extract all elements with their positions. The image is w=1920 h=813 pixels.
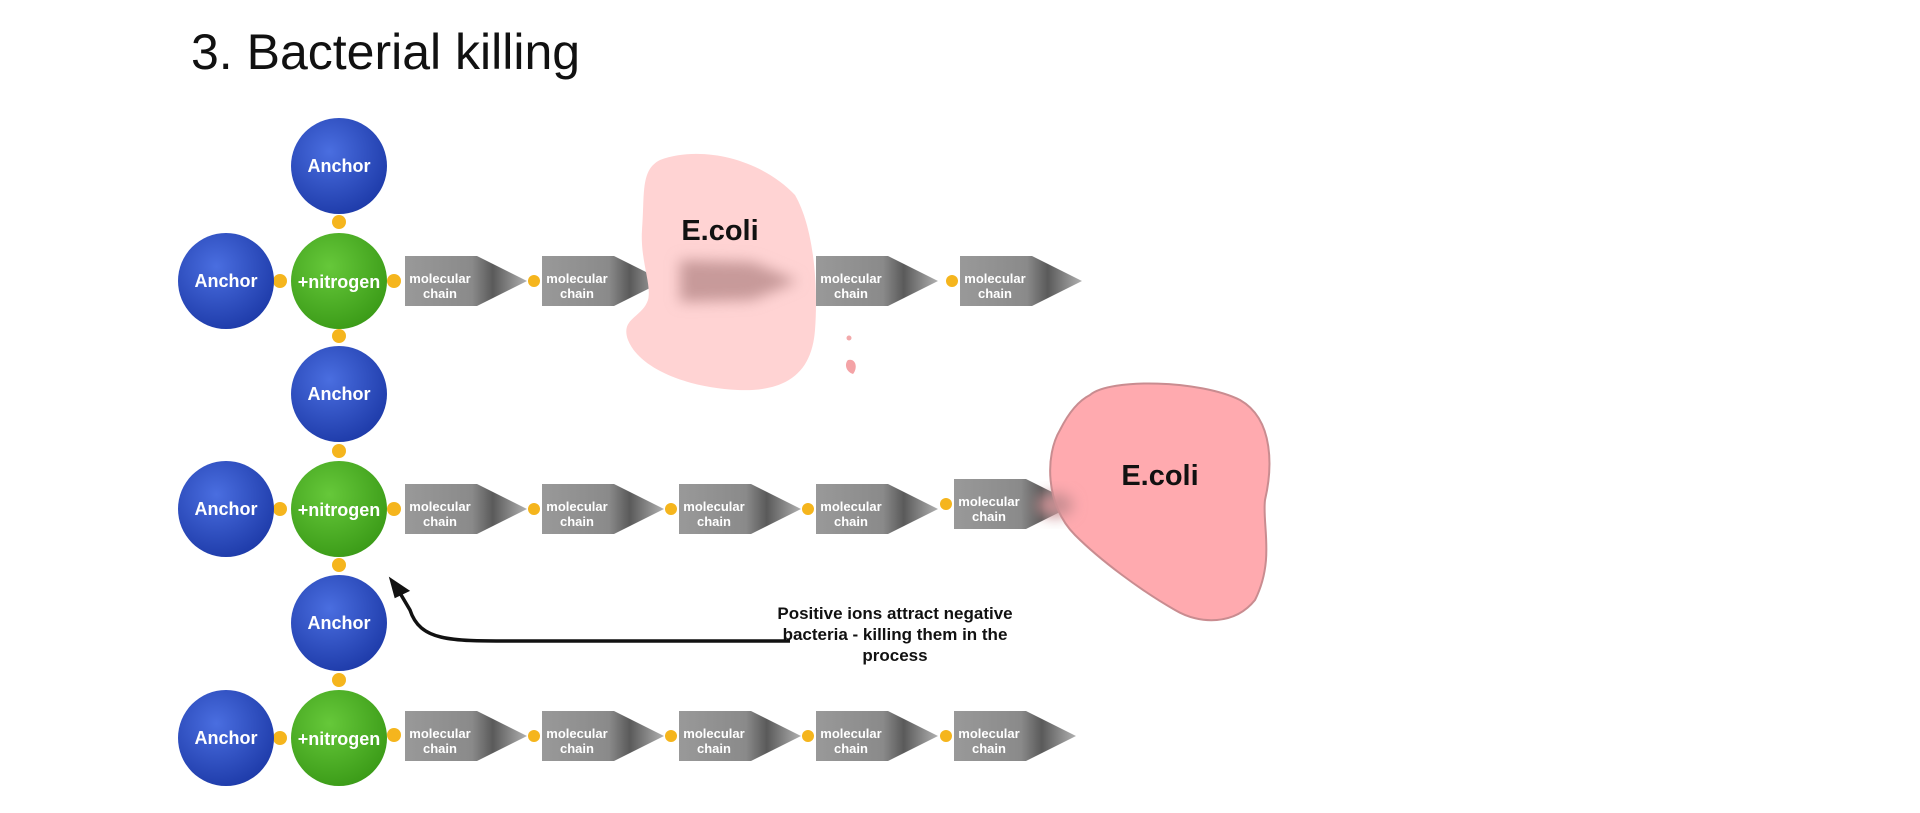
annotation-text: Positive ions attract negative bacteria …: [777, 604, 1013, 665]
svg-text:molecular: molecular: [409, 271, 470, 286]
anchor-label: Anchor: [195, 728, 258, 748]
svg-text:molecular: molecular: [820, 499, 881, 514]
svg-text:chain: chain: [560, 741, 594, 756]
svg-text:chain: chain: [834, 514, 868, 529]
link-dot: [946, 275, 958, 287]
link-dot: [332, 558, 346, 572]
svg-text:molecular: molecular: [820, 271, 881, 286]
link-dot: [802, 730, 814, 742]
anchor-node: Anchor: [178, 690, 274, 786]
link-dot: [387, 502, 401, 516]
link-dot: [940, 498, 952, 510]
molecular-chain: molecular chain: [679, 484, 801, 534]
ecoli-label: E.coli: [681, 215, 758, 247]
link-dot: [802, 503, 814, 515]
molecular-chain: molecular chain: [816, 484, 938, 534]
link-dot: [387, 728, 401, 742]
anchor-node: Anchor: [291, 118, 387, 214]
molecular-chain: molecular chain: [405, 256, 527, 306]
anchor-label: Anchor: [195, 499, 258, 519]
molecular-chain: molecular chain: [954, 479, 1076, 529]
absorbed-chain: [680, 260, 798, 302]
svg-text:chain: chain: [972, 509, 1006, 524]
anchor-label: Anchor: [308, 384, 371, 404]
svg-text:chain: chain: [697, 514, 731, 529]
molecular-chain: molecular chain: [542, 484, 664, 534]
anchor-label: Anchor: [308, 613, 371, 633]
nitrogen-node: +nitrogen: [291, 233, 387, 329]
svg-text:chain: chain: [560, 514, 594, 529]
nitrogen-label: +nitrogen: [298, 729, 381, 749]
svg-text:molecular: molecular: [409, 726, 470, 741]
molecular-chain: molecular chain: [954, 711, 1076, 761]
svg-text:chain: chain: [697, 741, 731, 756]
anchor-node: Anchor: [291, 575, 387, 671]
svg-text:chain: chain: [423, 286, 457, 301]
link-dot: [332, 215, 346, 229]
link-dot: [332, 673, 346, 687]
link-dot: [273, 274, 287, 288]
svg-text:molecular: molecular: [409, 499, 470, 514]
molecular-chain: molecular chain: [816, 711, 938, 761]
link-dot: [332, 329, 346, 343]
svg-text:chain: chain: [978, 286, 1012, 301]
link-dot: [387, 274, 401, 288]
ecoli-active: E.coli: [1037, 382, 1271, 622]
molecular-chain: molecular chain: [960, 256, 1082, 306]
svg-text:chain: chain: [560, 286, 594, 301]
ecoli-killed: E.coli: [626, 153, 856, 391]
link-dot: [273, 731, 287, 745]
anchor-node: Anchor: [178, 461, 274, 557]
nitrogen-node: +nitrogen: [291, 461, 387, 557]
link-dot: [528, 275, 540, 287]
link-dot: [273, 502, 287, 516]
nitrogen-node: +nitrogen: [291, 690, 387, 786]
annotation-arrow: [388, 576, 790, 643]
svg-text:molecular: molecular: [958, 494, 1019, 509]
svg-text:chain: chain: [423, 514, 457, 529]
molecular-chain: molecular chain: [542, 711, 664, 761]
nitrogen-label: +nitrogen: [298, 500, 381, 520]
nitrogen-label: +nitrogen: [298, 272, 381, 292]
link-dot: [665, 730, 677, 742]
molecular-chain: molecular chain: [816, 256, 938, 306]
link-dot: [332, 444, 346, 458]
svg-text:molecular: molecular: [683, 726, 744, 741]
svg-text:chain: chain: [972, 741, 1006, 756]
svg-text:molecular: molecular: [958, 726, 1019, 741]
molecule-row-2: Anchor Anchor +nitrogen molecular chain …: [178, 346, 1271, 622]
molecular-chain: molecular chain: [679, 711, 801, 761]
anchor-label: Anchor: [308, 156, 371, 176]
molecule-row-1: Anchor Anchor +nitrogen molecular chain …: [178, 118, 1082, 391]
link-dot: [665, 503, 677, 515]
svg-text:chain: chain: [834, 286, 868, 301]
svg-text:molecular: molecular: [820, 726, 881, 741]
molecule-row-3: Anchor Anchor +nitrogen molecular chain …: [178, 575, 1076, 786]
svg-text:molecular: molecular: [546, 726, 607, 741]
link-dot: [940, 730, 952, 742]
svg-text:molecular: molecular: [546, 499, 607, 514]
svg-text:chain: chain: [834, 741, 868, 756]
anchor-label: Anchor: [195, 271, 258, 291]
svg-text:molecular: molecular: [546, 271, 607, 286]
svg-text:chain: chain: [423, 741, 457, 756]
svg-text:molecular: molecular: [683, 499, 744, 514]
anchor-node: Anchor: [291, 346, 387, 442]
ecoli-label: E.coli: [1121, 460, 1198, 492]
svg-text:molecular: molecular: [964, 271, 1025, 286]
molecular-chain: molecular chain: [405, 484, 527, 534]
anchor-node: Anchor: [178, 233, 274, 329]
molecular-chain: molecular chain: [542, 256, 664, 306]
molecular-chain: molecular chain: [405, 711, 527, 761]
link-dot: [528, 730, 540, 742]
page-title: 3. Bacterial killing: [191, 24, 581, 80]
link-dot: [528, 503, 540, 515]
